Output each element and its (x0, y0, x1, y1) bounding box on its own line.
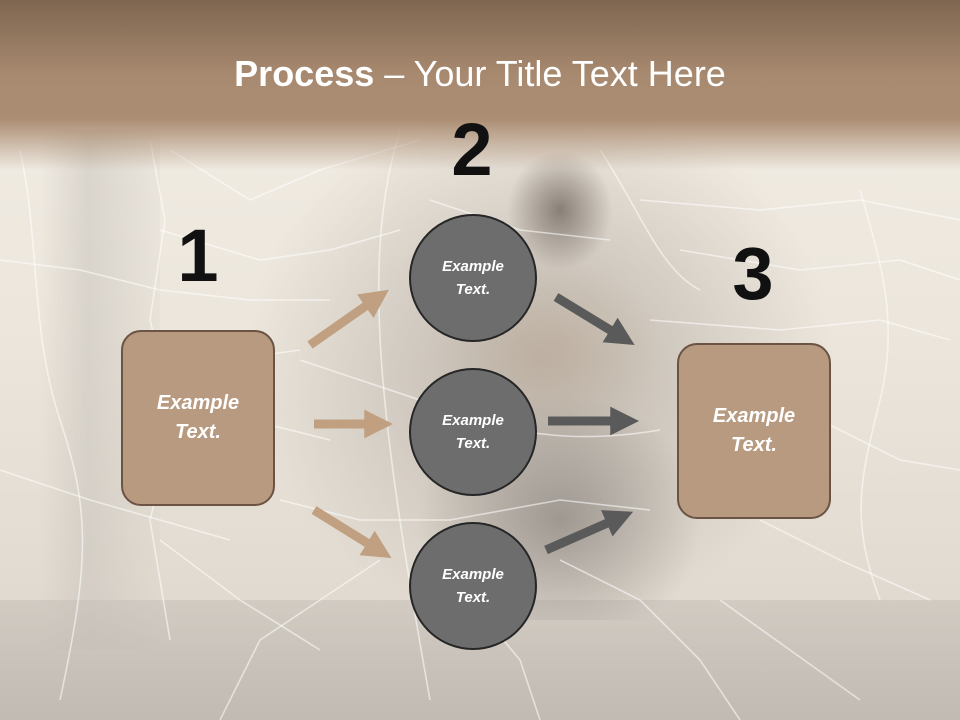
step-2-circle-middle: Example Text. (409, 368, 537, 496)
step-2-circle-top: Example Text. (409, 214, 537, 342)
step-2-circle-bottom: Example Text. (409, 522, 537, 650)
step-1-box: Example Text. (121, 330, 275, 506)
step-number-1: 1 (177, 214, 219, 297)
step-2-circle-middle-text: Example Text. (442, 412, 504, 452)
arrow-circle1-to-box3 (553, 293, 635, 346)
arrow-circle3-to-box3 (544, 510, 634, 555)
step-number-2: 2 (451, 108, 493, 191)
step-1-box-text: Example Text. (156, 392, 240, 443)
arrow-box1-to-circle3 (311, 506, 392, 559)
slide-title-rest: – Your Title Text Here (374, 53, 726, 94)
slide-title: Process – Your Title Text Here (0, 52, 960, 96)
slide-title-bold: Process (234, 53, 375, 94)
step-2-circle-top-text: Example Text. (442, 258, 504, 298)
step-3-box-text: Example Text. (712, 405, 796, 456)
arrow-box1-to-circle1 (307, 289, 389, 349)
step-3-box: Example Text. (677, 343, 831, 519)
step-number-3: 3 (732, 232, 774, 315)
title-band (0, 0, 960, 170)
step-2-circle-bottom-text: Example Text. (442, 566, 504, 606)
